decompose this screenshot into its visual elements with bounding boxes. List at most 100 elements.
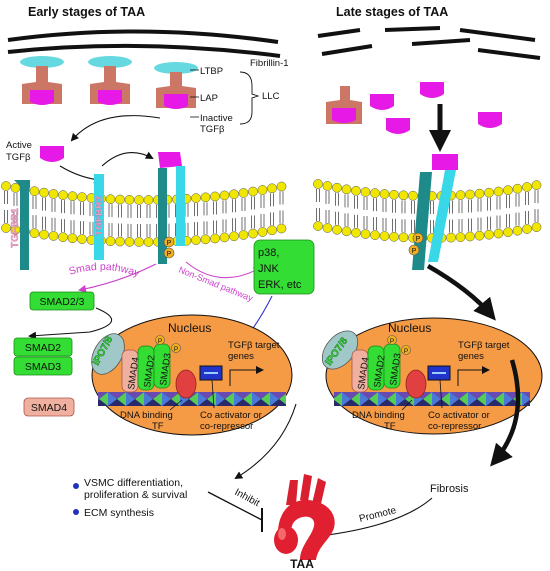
lipid-head (267, 225, 277, 236)
recruit-arrow (101, 151, 154, 167)
lipid-head (238, 230, 249, 240)
fragmented-fiber (477, 48, 541, 60)
lipid-head (389, 231, 399, 242)
ipo-transporter-late (321, 330, 359, 370)
smad4-box (23, 397, 75, 417)
free-tgfb (478, 112, 502, 128)
lipid-head (379, 189, 390, 199)
nuc-late-smad3: SMAD3 (388, 352, 403, 386)
lipid-head (1, 181, 11, 191)
llc-bracket (239, 71, 260, 125)
llc-label: LLC (262, 91, 280, 102)
lipid-head (512, 183, 523, 194)
smad-pathway-label: Smad pathway (68, 261, 142, 280)
non-smad-arrow (185, 261, 262, 279)
lipid-head (351, 185, 361, 196)
lipid-head (77, 192, 87, 202)
receptor-complex (158, 152, 185, 264)
phosphate-icon: P (163, 247, 175, 259)
lipid-head (474, 230, 485, 241)
lipid-head (313, 221, 323, 231)
dna-strand-late (334, 392, 530, 406)
lipid-head (48, 231, 59, 241)
lipid-head (484, 187, 494, 198)
smad2-box (13, 337, 73, 357)
lipid-head (124, 194, 135, 205)
fibrosis-label: Fibrosis (430, 483, 469, 495)
active-label-2: TGFβ (6, 152, 31, 163)
svg-text:P: P (416, 236, 421, 243)
transcription-arrow (229, 366, 264, 386)
free-tgfb (370, 94, 394, 110)
lipid-head (229, 231, 239, 242)
nuc-smad4: SMAD4 (126, 356, 141, 390)
llc-complex (20, 56, 64, 105)
target-genes-2: genes (228, 351, 254, 362)
lipid-head (105, 194, 116, 204)
cell-membrane (1, 181, 287, 247)
coactivator-1: Co activator or (200, 410, 262, 421)
lipid-head (379, 231, 390, 241)
lipid-head (389, 189, 399, 200)
dna-binding-2: TF (152, 421, 164, 432)
svg-text:P: P (404, 348, 408, 355)
lipid-head (67, 233, 78, 244)
late-dna-binding-2: TF (384, 421, 396, 432)
aorta-icon (274, 474, 335, 560)
lipid-head (522, 224, 532, 234)
lipid-head (229, 189, 239, 200)
smad23-box (29, 291, 95, 311)
lipid-head (465, 231, 475, 242)
lipid-head (455, 190, 466, 200)
dna-binding-tf (175, 369, 197, 399)
lipid-head (219, 232, 230, 243)
free-tgfb (386, 118, 410, 134)
nuc-smad3: SMAD3 (158, 352, 173, 386)
tgfbr2-label: TGFBR2 (94, 196, 105, 236)
lipid-head (522, 182, 532, 192)
receptor-complex-late (412, 154, 458, 270)
lipid-head (115, 194, 125, 205)
lipid-head (67, 191, 78, 202)
lipid-head (474, 188, 485, 199)
lipid-head (370, 188, 380, 198)
lipid-head (493, 228, 504, 239)
lipid-head (58, 190, 68, 200)
svg-text:P: P (390, 338, 394, 345)
bullet-icon (73, 483, 79, 489)
lipid-head (1, 223, 11, 233)
lipid-head (455, 232, 466, 242)
nucleus-late-title: Nucleus (388, 321, 431, 335)
dna-strand (98, 392, 286, 406)
lipid-head (210, 191, 220, 202)
lipid-head (134, 195, 144, 205)
lipid-head (313, 179, 323, 189)
lipid-head (276, 181, 287, 192)
lipid-head (257, 227, 268, 237)
promote-label: Promote (358, 505, 398, 525)
fibrosis-arrow (490, 359, 521, 467)
fragmented-fiber (384, 26, 441, 32)
phosphate-icon: P (412, 232, 424, 244)
outcome-arrow (234, 403, 297, 480)
lipid-head (398, 190, 409, 201)
llc-complex (154, 62, 198, 109)
lipid-head (248, 228, 258, 239)
tgfbr1-label: TGFBR1 (10, 208, 21, 248)
lipid-head (58, 232, 68, 242)
lipid-head (134, 237, 144, 247)
lipid-head (29, 228, 40, 239)
lipid-head (200, 192, 211, 203)
lipid-head (77, 234, 87, 244)
mapk-text-1: p38, (258, 247, 279, 259)
lipid-head (531, 180, 542, 190)
svg-text:P: P (167, 251, 172, 258)
fragmented-fiber (317, 28, 361, 38)
lipid-head (503, 227, 513, 238)
ipo-transporter (91, 333, 125, 375)
release-arrow (70, 115, 161, 142)
phosphate-icon: P (171, 343, 181, 353)
early-stage-title: Early stages of TAA (28, 5, 145, 19)
lipid-head (398, 232, 409, 243)
late-stage-title: Late stages of TAA (336, 5, 448, 19)
